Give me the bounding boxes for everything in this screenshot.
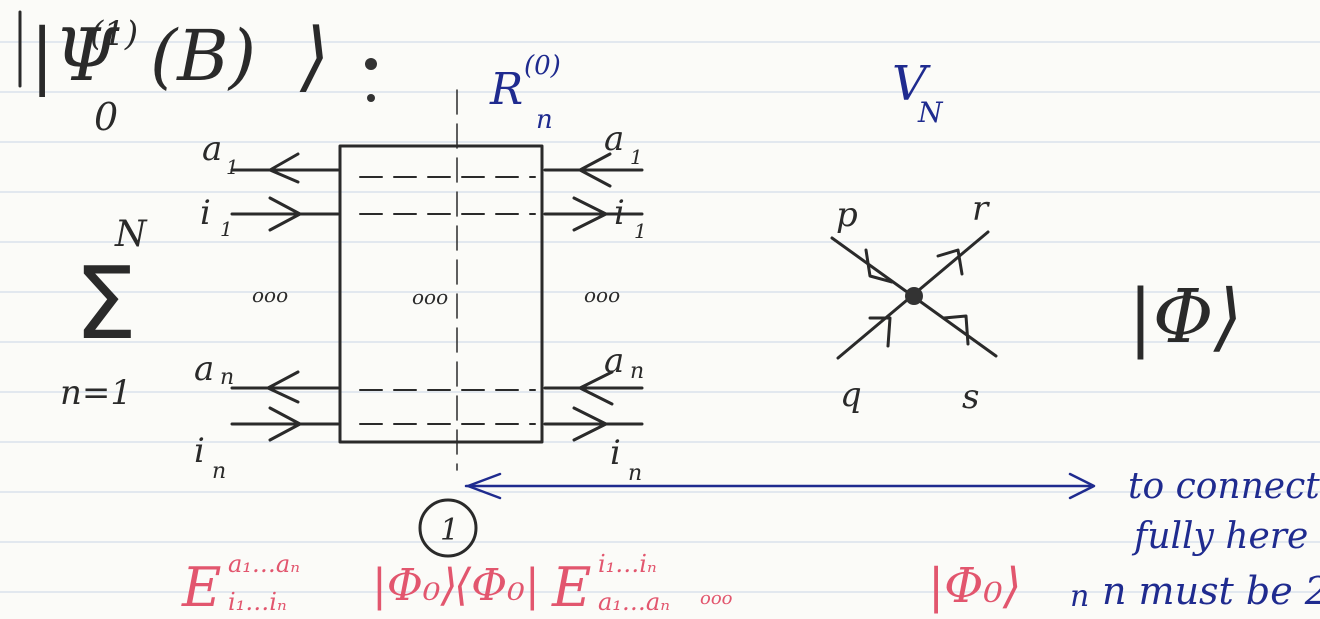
r-label-superscript: (0)	[524, 51, 561, 81]
ruled-lines	[0, 41, 1320, 593]
right-arrow-a1	[578, 152, 612, 188]
right-label-a1-sub: 1	[630, 145, 643, 169]
double-arrow-right-head	[1068, 472, 1096, 500]
r-label: R	[489, 64, 523, 115]
sum-symbol: Σ	[74, 245, 137, 362]
psi-superscript: (1)	[90, 14, 138, 54]
right-label-i1-sub: 1	[634, 219, 647, 243]
formula-ket-phi: |Φ₀⟩	[372, 560, 458, 611]
psi-ket-close: ⟩	[299, 11, 330, 100]
right-label-an-sub: n	[630, 359, 644, 384]
phi-ket: |Φ⟩	[1128, 274, 1242, 360]
vertex-label: V	[892, 56, 931, 112]
r-block: R (0) n ooo a 1 i 1 ooo a n i n	[194, 51, 647, 558]
right-label-in: i	[610, 433, 621, 473]
formula-E1: E	[181, 556, 221, 619]
sum-upper: N	[114, 214, 148, 255]
formula-ket-phi-n: |Φ₀⟩	[928, 558, 1022, 614]
left-label-a1: a	[202, 129, 222, 169]
right-arrow-i1	[572, 196, 608, 232]
vertex-label-subscript: N	[917, 96, 944, 129]
note-line2: fully here	[1131, 516, 1308, 557]
left-dots: ooo	[252, 283, 288, 307]
connect-arrow	[464, 472, 1096, 500]
r-box	[338, 144, 544, 444]
sum-symbol-group: N Σ n=1	[60, 214, 148, 413]
left-arrow-i1	[268, 196, 302, 232]
psi-symbol: |Ψ	[30, 13, 120, 97]
right-arrow-in	[572, 406, 608, 442]
psi-argument: (B)	[150, 15, 256, 97]
right-arrow-an	[578, 370, 614, 406]
formula-ket-phi-n-sub: n	[1070, 579, 1089, 614]
formula-E2-sub: a₁…aₙ	[598, 588, 670, 616]
vertex-s: s	[962, 377, 979, 417]
note-line3: n must be 2	[1102, 569, 1320, 613]
colon-dot-top	[365, 58, 377, 70]
left-label-an-sub: n	[220, 365, 234, 390]
vertex-r: r	[972, 189, 990, 229]
arrow-r	[936, 248, 964, 276]
formula-E1-sup: a₁…aₙ	[228, 550, 300, 578]
right-external-lines	[543, 152, 644, 442]
formula-E2: E	[551, 556, 591, 619]
right-label-i1: i	[614, 193, 625, 233]
arrow-q	[868, 316, 892, 348]
psi-header: |Ψ (1) 0 (B) ⟩	[18, 10, 377, 139]
vertex-q: q	[840, 375, 862, 415]
arrow-p	[864, 248, 894, 284]
right-label-an: a	[604, 341, 624, 381]
sum-lower: n=1	[60, 373, 132, 413]
left-arrow-an	[266, 370, 300, 404]
formula-trailing-dots: ooo	[700, 588, 733, 609]
colon-dot-bottom	[367, 94, 375, 102]
center-dots: ooo	[412, 285, 448, 309]
bottom-circle	[418, 498, 478, 558]
formula-E1-sub: i₁…iₙ	[228, 588, 287, 616]
left-arrow-a1	[268, 152, 300, 184]
formula-bra-phi: ⟨Φ₀|	[454, 560, 540, 611]
psi-subscript: 0	[94, 95, 118, 139]
note-line1: to connect	[1128, 466, 1320, 507]
formula-E2-sup: i₁…iₙ	[598, 550, 657, 578]
double-arrow-left-head	[466, 472, 502, 500]
left-label-i1-sub: 1	[220, 217, 233, 241]
left-arrow-in	[268, 406, 302, 442]
left-label-in-sub: n	[212, 459, 226, 484]
arrow-s	[942, 314, 970, 346]
left-label-i1: i	[200, 193, 211, 233]
right-dots: ooo	[584, 283, 620, 307]
vertex-p: p	[836, 195, 858, 235]
r-label-subscript: n	[536, 105, 553, 135]
left-label-a1-sub: 1	[226, 155, 239, 179]
bottom-circle-label: 1	[440, 513, 459, 548]
vertex-vn: V N p r q s	[830, 56, 998, 417]
left-label-in: i	[194, 431, 205, 471]
vertex-dot	[905, 287, 923, 305]
bottom-formula: E a₁…aₙ i₁…iₙ |Φ₀⟩ ⟨Φ₀| E i₁…iₙ a₁…aₙ oo…	[181, 550, 1022, 619]
left-external-lines	[230, 152, 340, 442]
right-label-a1: a	[604, 119, 624, 159]
left-label-an: a	[194, 349, 214, 389]
right-label-in-sub: n	[628, 461, 642, 486]
